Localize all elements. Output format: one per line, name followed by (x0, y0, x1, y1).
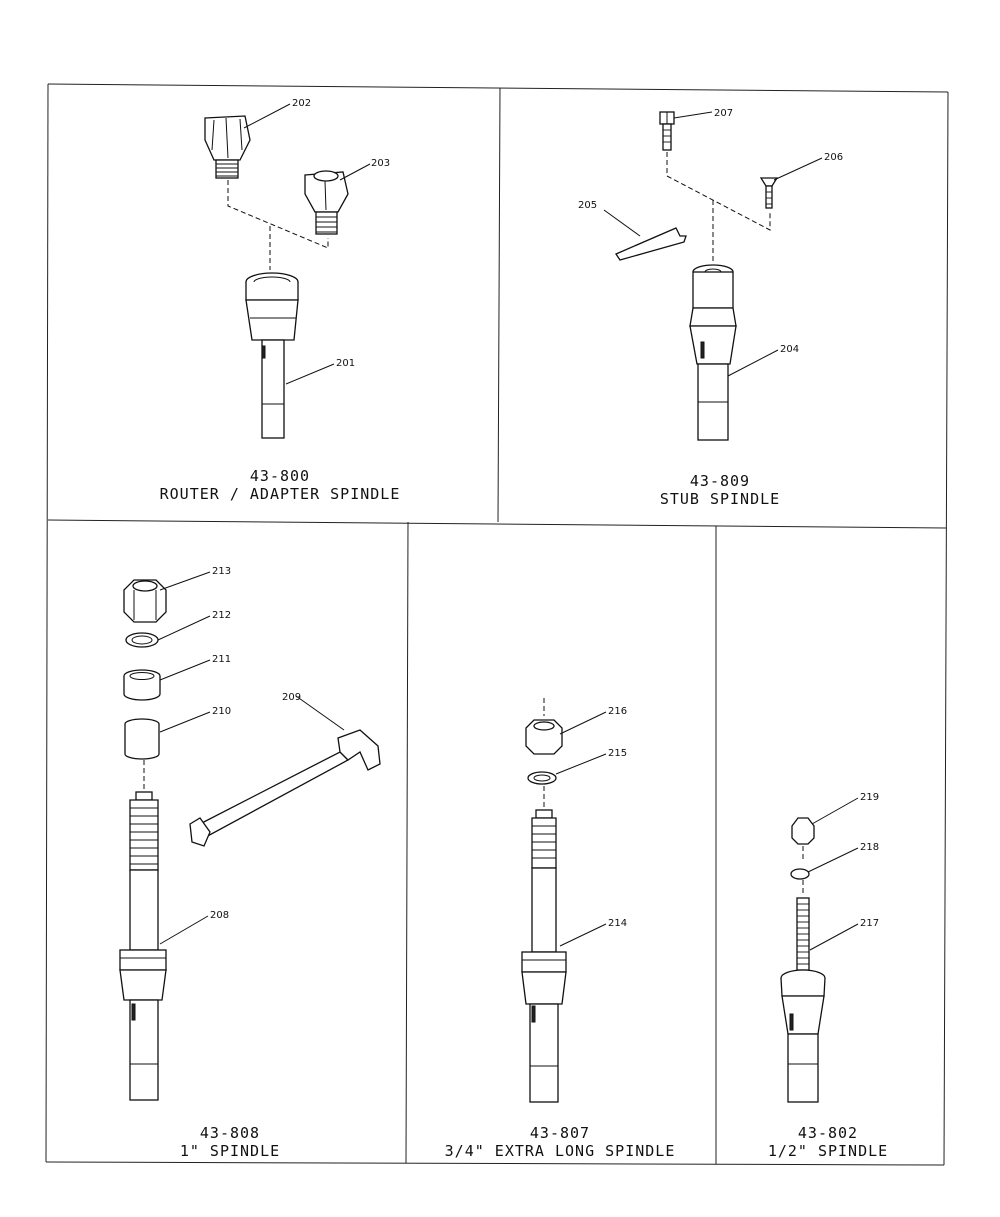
callout-204: 204 (780, 344, 799, 355)
callout-215: 215 (608, 748, 627, 759)
caption-stub-name: STUB SPINDLE (659, 490, 781, 508)
spindle-201-shape (245, 272, 299, 439)
caption-router-name: ROUTER / ADAPTER SPINDLE (159, 485, 401, 503)
callout-212: 212 (212, 610, 231, 621)
caption-three-quarter-name: 3/4" EXTRA LONG SPINDLE (444, 1142, 676, 1160)
panel-frames (45, 83, 949, 1166)
caption-half-inch-name: 1/2" SPINDLE (767, 1142, 889, 1160)
callout-218: 218 (860, 842, 879, 853)
callout-203: 203 (371, 158, 390, 169)
caption-half-inch-number: 43-802 (797, 1124, 859, 1142)
wrench-209-shape (189, 729, 381, 847)
callout-205: 205 (578, 200, 597, 211)
nut-213-shape (123, 579, 167, 623)
sleeve-210-shape (124, 718, 160, 760)
callout-206: 206 (824, 152, 843, 163)
screw-207-shape (659, 111, 675, 151)
callout-201: 201 (336, 358, 355, 369)
callout-216: 216 (608, 706, 627, 717)
nut-219-shape (791, 817, 815, 845)
caption-one-inch-spindle: 43-808 1" SPINDLE (130, 1124, 330, 1160)
callout-211: 211 (212, 654, 231, 665)
callout-213: 213 (212, 566, 231, 577)
collet-203-shape (304, 170, 349, 235)
washer-212-shape (125, 632, 159, 648)
router-spindle-drawing: 202 203 201 (204, 98, 390, 439)
washer-218-shape (790, 868, 810, 880)
collet-202-shape (204, 115, 251, 179)
spindle-214-shape (521, 809, 567, 1103)
spindle-204-shape (689, 264, 737, 441)
spindle-217-shape (780, 897, 826, 1103)
caption-three-quarter-number: 43-807 (529, 1124, 591, 1142)
caption-one-inch-name: 1" SPINDLE (179, 1142, 281, 1160)
callout-210: 210 (212, 706, 231, 717)
callout-214: 214 (608, 918, 627, 929)
caption-router-spindle: 43-800 ROUTER / ADAPTER SPINDLE (120, 467, 440, 503)
caption-half-inch-spindle: 43-802 1/2" SPINDLE (728, 1124, 928, 1160)
spindle-208-shape (119, 791, 167, 1101)
callout-207: 207 (714, 108, 733, 119)
caption-stub-spindle: 43-809 STUB SPINDLE (600, 472, 840, 508)
caption-router-number: 43-800 (249, 467, 311, 485)
callout-217: 217 (860, 918, 879, 929)
caption-stub-number: 43-809 (689, 472, 751, 490)
washer-215-shape (527, 771, 557, 785)
callout-219: 219 (860, 792, 879, 803)
callout-209: 209 (282, 692, 301, 703)
half-inch-spindle-drawing: 219 218 217 (780, 792, 879, 1103)
ring-211-shape (123, 669, 161, 701)
caption-one-inch-number: 43-808 (199, 1124, 261, 1142)
callout-208: 208 (210, 910, 229, 921)
callout-202: 202 (292, 98, 311, 109)
three-quarter-spindle-drawing: 216 215 214 (521, 698, 627, 1103)
stub-spindle-drawing: 207 206 205 204 (578, 108, 843, 441)
nut-216-shape (525, 719, 563, 755)
caption-three-quarter-spindle: 43-807 3/4" EXTRA LONG SPINDLE (420, 1124, 700, 1160)
screw-206-shape (759, 177, 779, 209)
one-inch-spindle-drawing: 213 212 211 210 209 208 (119, 566, 381, 1101)
